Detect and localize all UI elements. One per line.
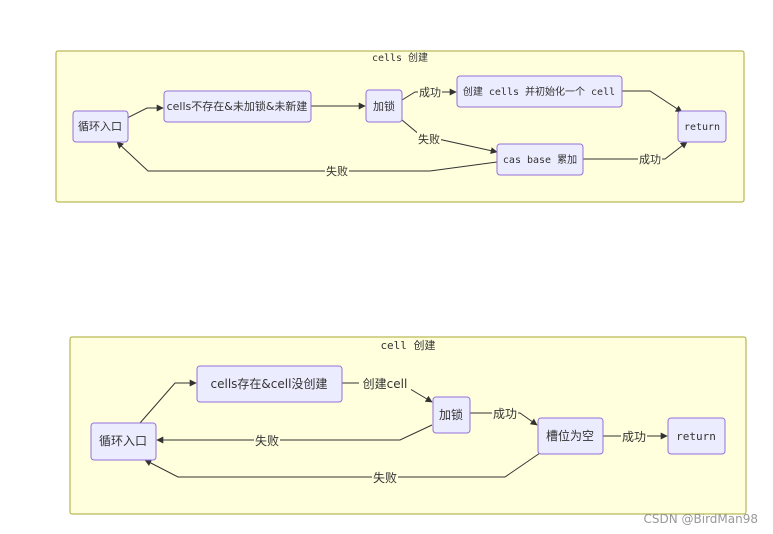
edge-label-fail-2: 失败 [325, 164, 349, 178]
cluster-title: cells 创建 [372, 51, 428, 64]
cluster-cell-create: cell 创建 [69, 336, 747, 515]
svg-text:成功: 成功 [419, 86, 441, 99]
edges-diagram1 [116, 88, 688, 172]
edge-create-to-return [622, 90, 683, 113]
node-lock-2: 加锁 [432, 396, 471, 434]
edge-lock-to-slot [470, 412, 538, 426]
svg-text:循环入口: 循环入口 [99, 434, 147, 448]
edge-loop-to-cond2 [139, 379, 197, 424]
node-loop-entry-2: 循环入口 [90, 422, 157, 461]
node-cells-not-exist: cells不存在&未加锁&未新建 [163, 90, 312, 123]
svg-text:创建 cells 并初始化一个 cell: 创建 cells 并初始化一个 cell [463, 85, 615, 98]
node-cells-exist: cells存在&cell没创建 [196, 365, 343, 403]
node-loop-entry: 循环入口 [72, 110, 129, 143]
svg-text:cells不存在&未加锁&未新建: cells不存在&未加锁&未新建 [167, 99, 308, 113]
svg-text:循环入口: 循环入口 [78, 120, 122, 133]
svg-text:失败: 失败 [418, 132, 440, 146]
edge-label-fail-4: 失败 [372, 470, 398, 485]
edge-cas-to-loop [116, 141, 498, 172]
svg-text:失败: 失败 [373, 470, 397, 485]
edge-lock-to-loop [156, 424, 433, 444]
node-cas-base: cas base 累加 [496, 143, 584, 176]
svg-text:return: return [676, 430, 716, 443]
node-return: return [677, 110, 727, 143]
svg-text:槽位为空: 槽位为空 [546, 428, 594, 443]
svg-text:cells存在&cell没创建: cells存在&cell没创建 [211, 376, 328, 391]
node-return-2: return [667, 417, 726, 455]
svg-text:成功: 成功 [639, 153, 661, 166]
svg-text:cas base 累加: cas base 累加 [503, 154, 577, 166]
edge-label-fail-1: 失败 [417, 132, 441, 146]
edge-label-success-3: 成功 [492, 406, 518, 421]
svg-text:成功: 成功 [493, 407, 517, 421]
csdn-watermark: CSDN @BirdMan98 [643, 512, 758, 526]
svg-text:创建cell: 创建cell [363, 377, 408, 391]
edge-lock-to-create [401, 88, 457, 101]
svg-text:成功: 成功 [622, 430, 646, 444]
edges-diagram2 [139, 379, 668, 478]
edge-slot-to-loop [144, 452, 541, 478]
edge-label-success-1: 成功 [418, 85, 442, 99]
node-create-cells: 创建 cells 并初始化一个 cell [456, 75, 623, 108]
edge-label-success-2: 成功 [638, 152, 662, 166]
edge-label-success-4: 成功 [621, 429, 647, 444]
edge-loop-to-cond [126, 104, 164, 119]
node-lock: 加锁 [365, 89, 403, 123]
cluster-title: cell 创建 [380, 338, 435, 352]
svg-text:return: return [684, 122, 720, 133]
svg-text:加锁: 加锁 [439, 407, 463, 422]
edge-cas-to-return [583, 141, 688, 160]
svg-text:加锁: 加锁 [373, 99, 395, 113]
svg-text:失败: 失败 [255, 433, 279, 448]
node-slot-empty: 槽位为空 [537, 417, 604, 455]
edge-label-fail-3: 失败 [254, 433, 280, 448]
svg-text:失败: 失败 [326, 164, 348, 178]
cluster-cells-create: cells 创建 [55, 50, 745, 203]
edge-label-create-cell: 创建cell [359, 376, 411, 391]
